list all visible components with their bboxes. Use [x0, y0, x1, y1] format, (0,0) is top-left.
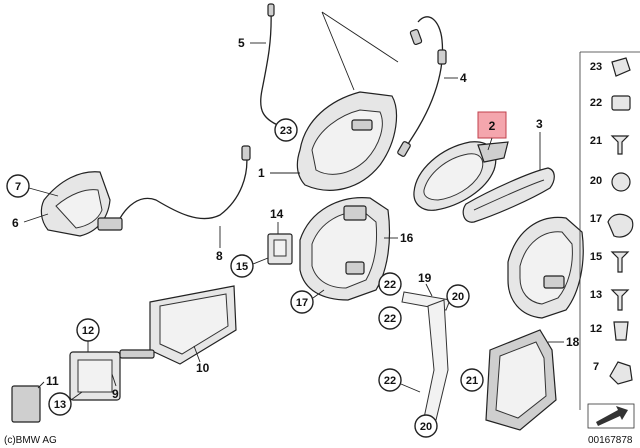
callout-ring-22a: [378, 272, 402, 296]
bracket-14: [267, 233, 293, 265]
callout-13: 13: [54, 399, 66, 411]
sidebar-parts: 23 22 21 20 17 15 13 12 7: [579, 51, 640, 429]
bolt-12-icon: [613, 321, 629, 341]
diagram-code: 00167878: [588, 435, 633, 446]
screw-15-icon: [610, 251, 630, 273]
callout-23: 23: [280, 125, 292, 137]
callout-5: 5: [238, 36, 245, 50]
callout-4: 4: [460, 71, 467, 85]
lock-housing-6-7: [40, 171, 111, 237]
callout-18: 18: [566, 335, 580, 349]
callout-16: 16: [400, 231, 414, 245]
cover-cap-2: [413, 141, 509, 211]
nut-7-icon: [609, 361, 633, 385]
sidebar-label-21: 21: [590, 135, 602, 147]
callout-12: 12: [82, 325, 94, 337]
callout-10: 10: [196, 361, 210, 375]
plug-20-icon: [611, 172, 631, 192]
door-check-housing-10: [149, 285, 237, 365]
callout-1: 1: [258, 166, 265, 180]
callout-2: 2: [489, 119, 496, 133]
callout-14: 14: [270, 207, 284, 221]
callout-11: 11: [46, 374, 59, 388]
boot-17-icon: [607, 213, 634, 238]
callout-ring-20a: [446, 284, 470, 308]
callout-19: 19: [418, 271, 432, 285]
callout-ring-23: [274, 118, 298, 142]
sidebar-label-22: 22: [590, 97, 602, 109]
callout-21: 21: [466, 375, 478, 387]
door-check-9: [11, 349, 155, 423]
cable-5: [260, 3, 286, 129]
callout-22a: 22: [384, 279, 396, 291]
sidebar-label-20: 20: [590, 175, 602, 187]
callout-17: 17: [296, 297, 308, 309]
callout-ring-20b: [414, 414, 438, 438]
handle-carrier-1: [296, 91, 398, 191]
sidebar-label-7: 7: [593, 361, 599, 373]
lock-actuator-18: [485, 216, 584, 431]
copyright-label: (c)BMW AG: [4, 435, 57, 446]
callout-20a: 20: [452, 291, 464, 303]
callout-20b: 20: [420, 421, 432, 433]
callout-ring-7: [6, 174, 30, 198]
callout-ring-22b: [378, 306, 402, 330]
callout-ring-13: [48, 392, 72, 416]
callout-7: 7: [15, 181, 21, 193]
sidebar-label-15: 15: [590, 251, 602, 263]
cable-8: [97, 145, 251, 231]
callout-15: 15: [236, 261, 248, 273]
cable-4: [397, 16, 447, 157]
callout-8: 8: [216, 249, 223, 263]
outer-handle-3: [462, 167, 555, 223]
bracket-19: [401, 291, 451, 421]
callout-6: 6: [12, 216, 19, 230]
callout-ring-21: [460, 368, 484, 392]
sidebar-label-23: 23: [590, 61, 602, 73]
clip-23-icon: [611, 57, 631, 77]
screw-21-icon: [610, 135, 630, 155]
lock-16: [299, 197, 391, 301]
highlight-box-2: [477, 111, 507, 139]
callout-3: 3: [536, 117, 543, 131]
callout-22b: 22: [384, 313, 396, 325]
callout-22c: 22: [384, 375, 396, 387]
sidebar-label-17: 17: [590, 213, 602, 225]
screw-13-icon: [610, 289, 630, 311]
callout-ring-22c: [378, 368, 402, 392]
grommet-22-icon: [611, 95, 631, 111]
callout-ring-17: [290, 290, 314, 314]
sidebar-label-12: 12: [590, 323, 602, 335]
sidebar-label-13: 13: [590, 289, 602, 301]
callout-ring-15: [230, 254, 254, 278]
callout-9: 9: [112, 387, 119, 401]
